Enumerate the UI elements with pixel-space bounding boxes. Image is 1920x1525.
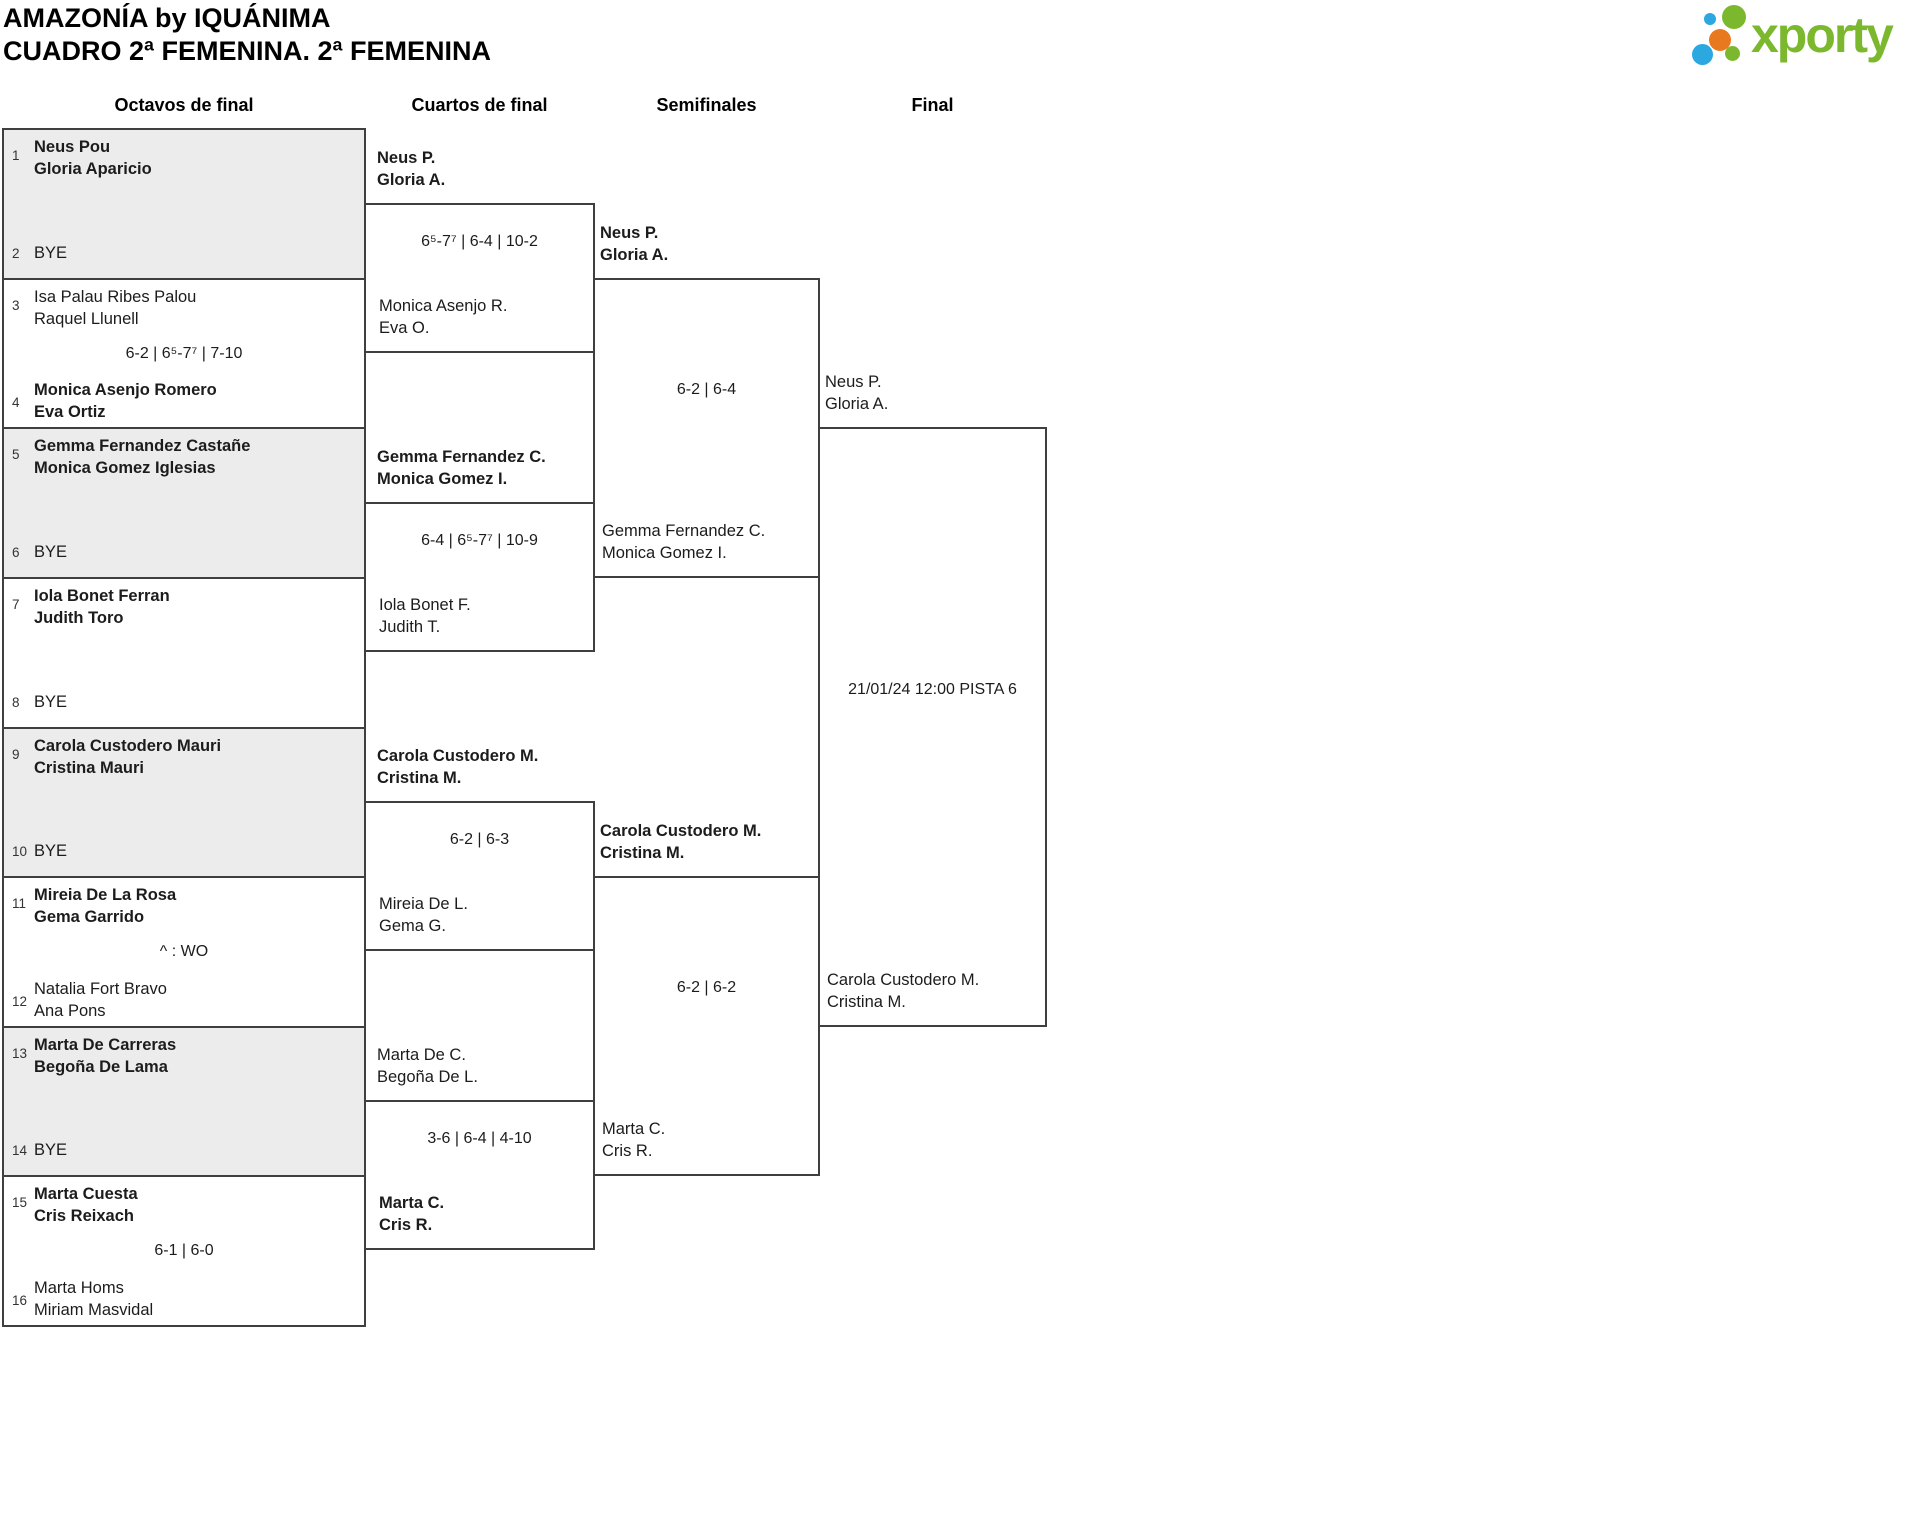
sf-match-box[interactable]: 6-2 | 6-2 Marta C.Cris R. (593, 876, 820, 1176)
team-entry: Neus P.Gloria A. (825, 373, 889, 413)
tournament-name: AMAZONÍA by IQUÁNIMA (3, 3, 331, 33)
bracket-name: CUADRO 2ª FEMENINA. 2ª FEMENINA (3, 36, 492, 66)
seed-number: 13 (12, 1046, 28, 1061)
seed-number: 10 (12, 844, 28, 859)
logo-dot-green-small (1725, 46, 1740, 61)
team-entry: Monica Asenjo R.Eva O. (379, 297, 508, 337)
page-title: AMAZONÍA by IQUÁNIMA CUADRO 2ª FEMENINA.… (3, 2, 491, 68)
team-entry: Marta De C.Begoña De L. (377, 1046, 478, 1086)
team-entry: Marta C.Cris R. (379, 1194, 445, 1234)
seed-number: 6 (12, 545, 20, 560)
seed-number: 2 (12, 246, 20, 261)
xporty-logo[interactable]: xporty (1677, 3, 1920, 75)
seed-number: 15 (12, 1195, 28, 1210)
match-score: 6⁵-7⁷ | 6-4 | 10-2 (421, 233, 538, 250)
team-entry: Marta C.Cris R. (602, 1120, 666, 1160)
bye-entry: BYE (34, 693, 68, 711)
seed-number: 3 (12, 298, 20, 313)
team-entry: Neus P.Gloria A. (600, 224, 669, 264)
qf-match-box[interactable]: 6⁵-7⁷ | 6-4 | 10-2 Monica Asenjo R.Eva O… (364, 203, 595, 353)
bye-entry: BYE (34, 244, 68, 262)
match-score: 6-2 | 6-4 (676, 381, 737, 398)
match-score: 3-6 | 6-4 | 4-10 (427, 1130, 532, 1147)
bye-entry: BYE (34, 543, 68, 561)
logo-dot-orange (1709, 29, 1731, 51)
bye-entry: BYE (34, 842, 68, 860)
team-entry: Gemma Fernandez C.Monica Gomez I. (377, 448, 546, 488)
seed-number: 8 (12, 695, 20, 710)
logo-wordmark: xporty (1751, 7, 1894, 63)
match-score: 6-1 | 6-0 (154, 1242, 214, 1259)
seed-number: 4 (12, 395, 20, 410)
round-header-final: Final (911, 95, 954, 115)
logo-dot-blue-small (1704, 13, 1716, 25)
seed-number: 12 (12, 994, 28, 1009)
seed-number: 11 (12, 896, 27, 911)
seed-number: 5 (12, 447, 20, 462)
qf-match-box[interactable]: 3-6 | 6-4 | 4-10 Marta C.Cris R. (364, 1100, 595, 1250)
seed-number: 9 (12, 747, 20, 762)
round-header-octavos: Octavos de final (114, 95, 254, 115)
final-match-box[interactable]: 21/01/24 12:00 PISTA 6 Carola Custodero … (818, 427, 1047, 1027)
team-entry: Iola Bonet F.Judith T. (379, 596, 471, 636)
round-header-semifinales: Semifinales (656, 95, 757, 115)
qf-match-box[interactable]: 6-2 | 6-3 Mireia De L.Gema G. (364, 801, 595, 951)
match-score: 6-2 | 6-2 (676, 979, 737, 996)
seed-number: 1 (12, 148, 20, 163)
seed-number: 16 (12, 1293, 28, 1308)
match-score: ^ : WO (159, 943, 209, 960)
final-schedule: 21/01/24 12:00 PISTA 6 (848, 681, 1017, 698)
team-entry: Carola Custodero M.Cristina M. (377, 747, 539, 787)
match-score: 6-4 | 6⁵-7⁷ | 10-9 (421, 532, 538, 549)
team-entry: Gemma Fernandez C.Monica Gomez I. (602, 522, 766, 562)
match-score: 6-2 | 6-3 (449, 831, 510, 848)
logo-dot-green-large (1722, 5, 1746, 29)
team-entry: Mireia De L.Gema G. (379, 895, 468, 935)
qf-match-box[interactable]: 6-4 | 6⁵-7⁷ | 10-9 Iola Bonet F.Judith T… (364, 502, 595, 652)
team-entry: Neus P.Gloria A. (377, 149, 446, 189)
seed-number: 7 (12, 597, 20, 612)
sf-match-box[interactable]: 6-2 | 6-4 Gemma Fernandez C.Monica Gomez… (593, 278, 820, 578)
match-score: 6-2 | 6⁵-7⁷ | 7-10 (125, 344, 243, 362)
bye-entry: BYE (34, 1141, 68, 1159)
logo-dot-blue-large (1692, 44, 1713, 65)
round-header-cuartos: Cuartos de final (411, 95, 548, 115)
team-entry: Carola Custodero M.Cristina M. (600, 822, 762, 862)
team-entry: Carola Custodero M.Cristina M. (827, 971, 980, 1011)
seed-number: 14 (12, 1143, 28, 1158)
